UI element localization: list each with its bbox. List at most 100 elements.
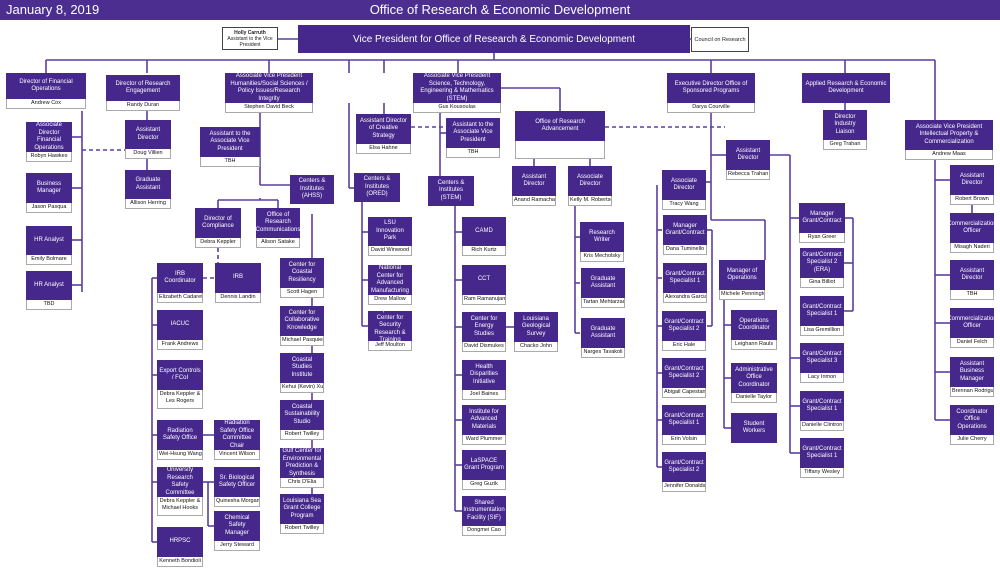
node-title: Grant/Contract Specialist 1 [800, 296, 844, 326]
org-node-ncam[interactable]: National Center for Advanced Manufacturi… [368, 265, 412, 305]
org-node-gulf-center[interactable]: Gulf Center for Environmental Prediction… [280, 448, 324, 488]
org-node-avp-ip[interactable]: Associate Vice President Intellectual Pr… [905, 120, 993, 160]
node-person-name: Kris Mecholsky [580, 252, 624, 262]
org-node-ci-ahss[interactable]: Centers & Institutes (AHSS) [290, 175, 334, 204]
org-node-asst-avp-hss[interactable]: Assistant to the Associate Vice Presiden… [200, 127, 260, 167]
org-node-sif[interactable]: Shared Instrumentation Facility (SIF)Don… [462, 496, 506, 536]
node-title: Assistant Director [726, 140, 770, 170]
council-box[interactable]: Council on Research [691, 27, 749, 52]
node-person-name: Chacko John [514, 342, 558, 352]
org-node-avp-hss[interactable]: Associate Vice President Humanities/Soci… [225, 73, 313, 113]
node-title: Grant/Contract Specialist 2 [662, 311, 706, 341]
node-title: Louisiana Geological Survey [514, 312, 558, 342]
vp-title: Vice President for Office of Research & … [353, 33, 635, 45]
node-title: Assistant Director [125, 120, 171, 149]
node-person-name: Greg Trahan [823, 140, 867, 150]
node-person-name: Chris D'Elia [280, 478, 324, 488]
org-node-students[interactable]: Student Workers [731, 413, 777, 443]
node-person-name: Dongmei Cao [462, 526, 506, 536]
vp-box[interactable]: Vice President for Office of Research & … [298, 25, 690, 53]
org-node-asst-avp-stem[interactable]: Assistant to the Associate Vice Presiden… [446, 118, 500, 158]
org-node-ci-stem[interactable]: Centers & Institutes (STEM) [428, 176, 474, 206]
org-node-gcs2-era[interactable]: Grant/Contract Specialist 2 (ERA)Gina Bi… [800, 248, 844, 288]
org-node-applied[interactable]: Applied Research & Economic Development [802, 73, 890, 103]
org-node-avp-stem[interactable]: Associate Vice President Science, Techno… [413, 73, 501, 113]
org-node-ci-ored[interactable]: Centers & Institutes (ORED) [354, 173, 400, 202]
node-title: Office of Research Advancement [515, 111, 605, 141]
node-person-name: Anand Ramachandran [512, 196, 556, 206]
node-person-name: Robyn Hawkes [26, 152, 72, 162]
node-person-name: Danielle Clintron [800, 421, 844, 431]
org-node-ora[interactable]: Office of Research Advancement [515, 111, 605, 159]
node-person-name: Joel Baines [462, 390, 506, 400]
node-title: Graduate Assistant [581, 318, 625, 348]
org-node-stephenson[interactable]: Stephenson Center for Security Research … [368, 307, 412, 351]
node-person-name: Tiffany Wesley [800, 468, 844, 478]
org-node-osp[interactable]: Executive Director Office of Sponsored P… [667, 73, 755, 113]
